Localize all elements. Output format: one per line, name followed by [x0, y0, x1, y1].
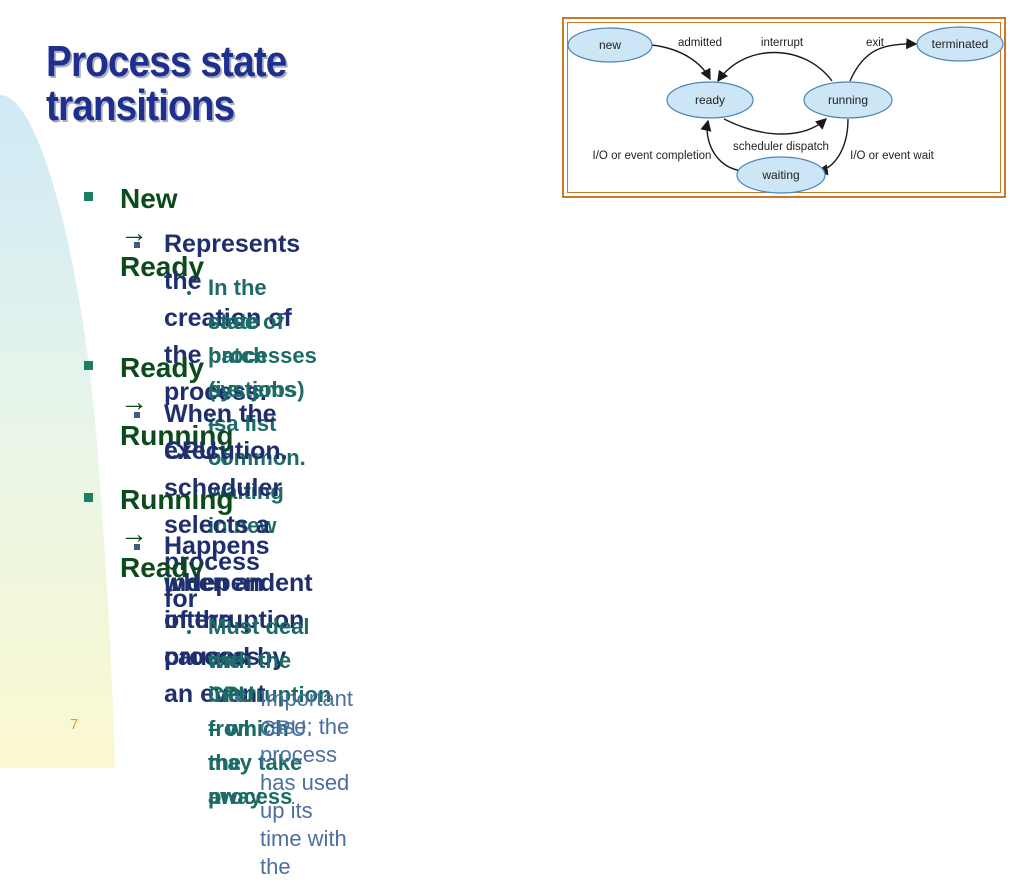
label-interrupt: interrupt: [761, 37, 804, 49]
arrow-scheduler-dispatch: [723, 118, 828, 135]
sub-bullet-marker: [134, 544, 140, 550]
bullet-running-ready: Running → Ready: [120, 484, 234, 583]
state-ready-label: ready: [695, 93, 725, 107]
label-exit: exit: [866, 37, 885, 49]
sub-bullet-scheduler-line1: When the CPU scheduler selects a process…: [164, 400, 283, 613]
state-terminated: terminated: [916, 26, 1004, 62]
sub-bullet-marker: [134, 412, 140, 418]
label-io-wait: I/O or event wait: [850, 150, 935, 162]
state-new-label: new: [599, 38, 621, 52]
title-line-1: Process state: [46, 37, 287, 86]
sub-sub-bullet-marker: [187, 630, 191, 634]
state-ready: ready: [666, 81, 754, 119]
state-terminated-label: terminated: [932, 37, 989, 51]
label-io-completion: I/O or event completion: [593, 150, 712, 162]
arrow-interrupt: [717, 51, 833, 83]
state-waiting: waiting: [736, 156, 826, 194]
bullet-marker: [84, 361, 93, 370]
label-admitted: admitted: [678, 37, 722, 49]
sub-bullet-interruption-line2: independent of the process: [164, 569, 313, 671]
sub-bullet-scheduler-line2: execution.: [164, 437, 288, 465]
state-new: new: [567, 27, 653, 63]
state-waiting-label: waiting: [761, 168, 799, 182]
state-diagram-svg: new terminated ready running waiting adm…: [567, 26, 1004, 194]
arrow-exit: [849, 38, 918, 82]
level4-bullet-marker: •: [234, 688, 242, 710]
label-scheduler-dispatch: scheduler dispatch: [733, 141, 829, 153]
state-running: running: [803, 81, 893, 119]
bullet-new-ready: New → Ready: [120, 183, 205, 282]
state-diagram: new terminated ready running waiting adm…: [562, 17, 1006, 198]
sub-sub-bullet-marker: [187, 291, 191, 295]
slide-title: Process state transitions: [46, 37, 287, 130]
bullet-marker: [84, 493, 93, 502]
sub-bullet-creation: Represents the creation of the process.: [164, 230, 301, 406]
background-swoosh: [0, 95, 115, 768]
bullet-ready-running: Ready → Running: [120, 352, 234, 451]
bullet-marker: [84, 192, 93, 201]
state-running-label: running: [828, 93, 868, 107]
page-number: 7: [70, 716, 79, 733]
sub-bullet-marker: [134, 242, 140, 248]
sub-sub-bullet-batch-line1: In the case of batch systems – a list of…: [208, 275, 297, 538]
arrow-admitted: [651, 44, 711, 81]
title-line-2: transitions: [46, 81, 235, 130]
arrow-io-completion: [700, 119, 743, 172]
sub-bullet-interruption-line1: Happens when an interruption caused by a…: [164, 532, 305, 708]
level4-bullet-time-line2: CPU.: [260, 716, 313, 741]
sub-sub-bullet-batch-line2: state processes (i.e. jobs) is common.: [208, 309, 317, 470]
